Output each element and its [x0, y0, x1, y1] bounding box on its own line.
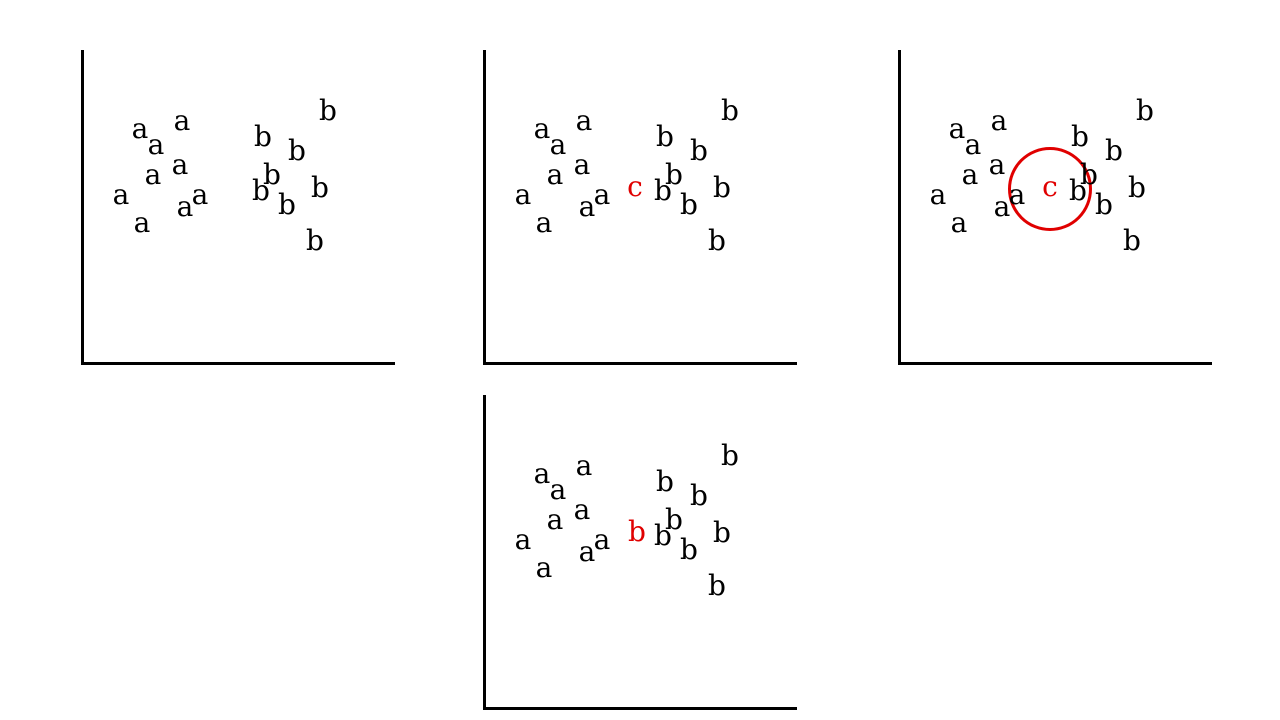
point-a: a — [549, 128, 567, 162]
point-b: b — [319, 94, 337, 128]
y-axis — [898, 50, 901, 365]
point-b: b — [1136, 94, 1154, 128]
y-axis — [483, 395, 486, 710]
point-b: b — [708, 224, 726, 258]
point-a: a — [964, 128, 982, 162]
point-b: b — [708, 569, 726, 603]
point-a: a — [993, 190, 1011, 224]
point-a: a — [950, 206, 968, 240]
point-b: b — [713, 171, 731, 205]
point-a: a — [191, 178, 209, 212]
point-a: a — [535, 551, 553, 585]
point-b: b — [1071, 120, 1089, 154]
y-axis — [81, 50, 84, 365]
point-b: b — [721, 94, 739, 128]
point-a: a — [176, 190, 194, 224]
point-b: b — [1069, 174, 1087, 208]
point-a: a — [961, 158, 979, 192]
point-a: a — [144, 158, 162, 192]
point-b: b — [306, 224, 324, 258]
y-axis — [483, 50, 486, 365]
point-b: b — [1095, 188, 1113, 222]
point-b: b — [654, 174, 672, 208]
x-axis — [898, 362, 1212, 365]
query-point-c: c — [627, 170, 643, 204]
point-b: b — [311, 171, 329, 205]
point-b: b — [278, 188, 296, 222]
panel-query-point: a a a a a a a a a c b b b b b b b b — [483, 50, 803, 370]
point-b: b — [680, 188, 698, 222]
point-a: a — [147, 128, 165, 162]
point-b: b — [656, 465, 674, 499]
x-axis — [81, 362, 395, 365]
point-a: a — [514, 178, 532, 212]
panel-neighborhood: a a a a a a a a a c b b b b b b b b — [898, 50, 1218, 370]
point-a: a — [573, 493, 591, 527]
point-b: b — [721, 439, 739, 473]
point-b: b — [656, 120, 674, 154]
point-b: b — [690, 134, 708, 168]
point-b: b — [713, 516, 731, 550]
point-a: a — [546, 158, 564, 192]
point-a: a — [514, 523, 532, 557]
point-a: a — [593, 178, 611, 212]
classified-point-b: b — [628, 515, 646, 549]
point-b: b — [1128, 171, 1146, 205]
point-a: a — [535, 206, 553, 240]
point-b: b — [1080, 158, 1098, 192]
point-a: a — [171, 148, 189, 182]
point-a: a — [948, 112, 966, 146]
x-axis — [483, 362, 797, 365]
query-point-c: c — [1042, 170, 1058, 204]
point-a: a — [573, 148, 591, 182]
panel-training-data: a a a a a a a a a b b b b b b b b — [81, 50, 401, 370]
point-a: a — [929, 178, 947, 212]
point-b: b — [1105, 134, 1123, 168]
x-axis — [483, 707, 797, 710]
point-b: b — [1123, 224, 1141, 258]
point-a: a — [578, 190, 596, 224]
point-b: b — [254, 120, 272, 154]
point-a: a — [173, 104, 191, 138]
point-a: a — [593, 523, 611, 557]
point-a: a — [575, 449, 593, 483]
point-a: a — [575, 104, 593, 138]
point-b: b — [654, 519, 672, 553]
point-a: a — [990, 104, 1008, 138]
point-a: a — [546, 503, 564, 537]
neighborhood-circle — [1008, 147, 1092, 231]
point-a: a — [533, 457, 551, 491]
point-a: a — [988, 148, 1006, 182]
point-b: b — [690, 479, 708, 513]
point-b: b — [263, 158, 281, 192]
point-a: a — [1008, 178, 1026, 212]
panel-classified: a a a a a a a a a b b b b b b b b b — [483, 395, 803, 715]
point-b: b — [680, 533, 698, 567]
point-b: b — [665, 158, 683, 192]
point-b: b — [665, 503, 683, 537]
point-b: b — [288, 134, 306, 168]
point-a: a — [549, 473, 567, 507]
point-a: a — [533, 112, 551, 146]
point-a: a — [131, 112, 149, 146]
point-a: a — [112, 178, 130, 212]
point-a: a — [578, 535, 596, 569]
point-a: a — [133, 206, 151, 240]
point-b: b — [252, 174, 270, 208]
